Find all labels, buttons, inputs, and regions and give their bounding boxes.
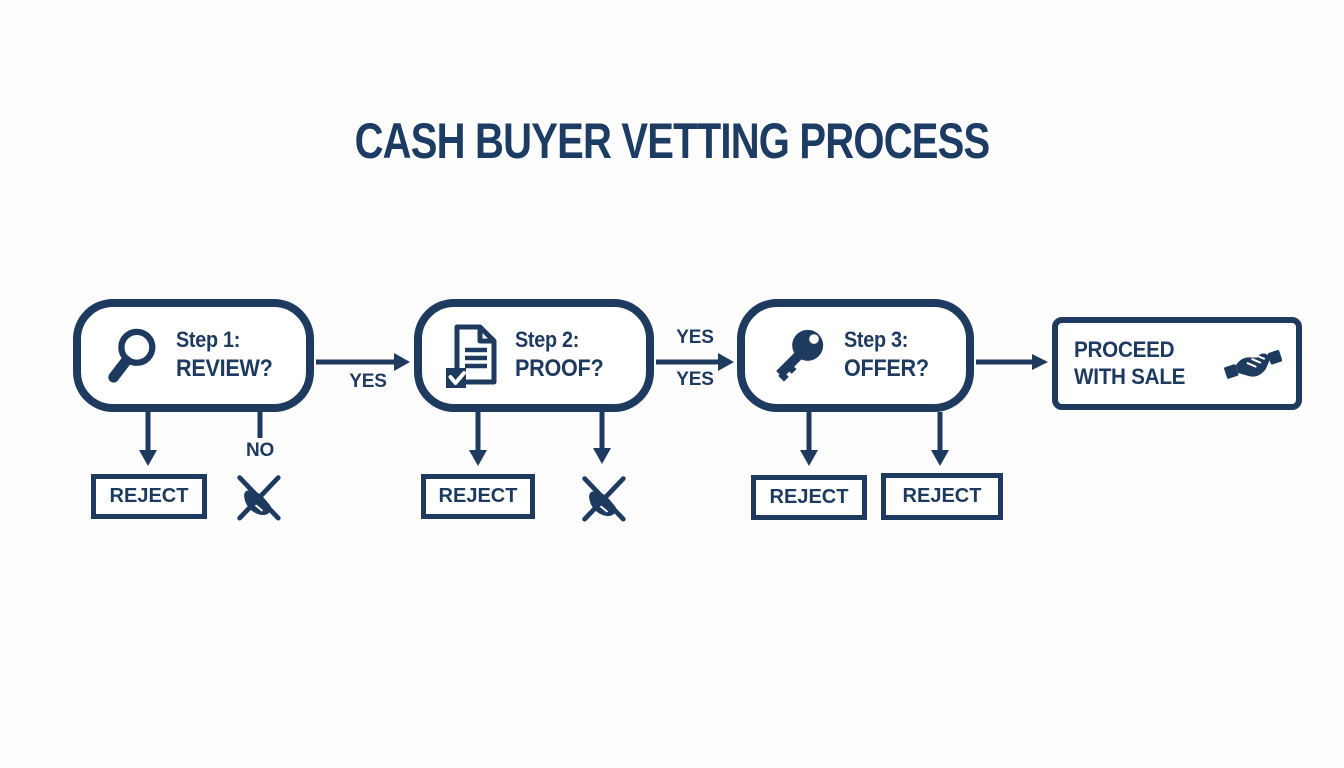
step1-box: Step 1: REVIEW? [73,299,314,412]
reject-box-2: REJECT [421,474,535,519]
key-icon [776,329,824,382]
step1-text: Step 1: REVIEW? [176,327,273,383]
reject-box-4: REJECT [881,473,1003,520]
page-title: CASH BUYER VETTING PROCESS [354,113,991,169]
step1-question: REVIEW? [176,355,273,383]
step2-question: PROOF? [515,355,604,383]
document-check-icon [446,324,497,388]
arrow-step3-to-reject-left [800,412,818,466]
arrow-step3-to-reject-right [931,412,949,466]
reject-box-3: REJECT [751,475,867,520]
step3-label: Step 3: [844,327,909,353]
step3-question: OFFER? [844,355,929,383]
no-label: NO [245,440,275,461]
yes-label-2-top: YES [676,327,714,348]
arrow-step2-to-reject [469,412,487,466]
step2-text: Step 2: PROOF? [515,327,604,383]
step1-label: Step 1: [176,327,241,353]
no-deal-crossed-hand-icon [237,475,281,521]
step3-text: Step 3: OFFER? [844,327,929,383]
arrow-step1-to-reject [139,412,157,466]
step2-box: Step 2: PROOF? [414,299,654,412]
no-deal-crossed-hand-icon [582,476,626,522]
yes-label-2-bottom: YES [676,369,714,390]
yes-label-1: YES [349,371,387,392]
arrow-step1-to-step2 [316,353,410,371]
magnifier-icon [108,328,156,383]
proceed-with-sale-label: PROCEED WITH SALE [1074,337,1186,389]
arrow-step2-to-no-deal [593,412,611,464]
handshake-icon [1224,349,1282,379]
proceed-with-sale-box: PROCEED WITH SALE [1052,317,1302,410]
step2-label: Step 2: [515,327,580,353]
arrow-step3-to-proceed [976,354,1048,370]
step3-box: Step 3: OFFER? [737,299,974,412]
reject-box-1: REJECT [91,474,207,519]
